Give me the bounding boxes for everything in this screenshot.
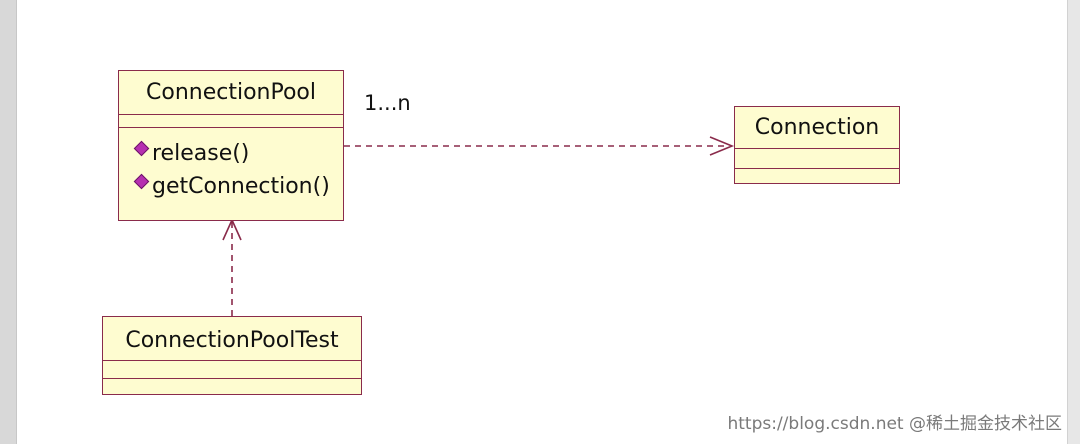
class-name-connection-pool-test: ConnectionPoolTest	[103, 317, 361, 361]
public-operation-icon	[133, 140, 150, 157]
class-connection-pool-test[interactable]: ConnectionPoolTest	[102, 316, 362, 395]
operation-release: release()	[133, 140, 250, 166]
operation-get-connection: getConnection()	[133, 173, 330, 199]
dependency-pool-to-connection	[344, 136, 735, 156]
class-name-connection-pool: ConnectionPool	[119, 71, 343, 115]
operation-label: release()	[152, 141, 250, 166]
multiplicity-label: 1...n	[364, 91, 411, 115]
operations-compartment: release() getConnection()	[119, 128, 343, 218]
attributes-compartment	[735, 149, 899, 169]
watermark: https://blog.csdn.net @稀土掘金技术社区	[727, 414, 1062, 434]
class-connection-pool[interactable]: ConnectionPool release() getConnection()	[118, 70, 344, 221]
right-frame-edge	[1067, 0, 1080, 444]
attributes-compartment	[103, 361, 361, 379]
operations-compartment	[103, 379, 361, 393]
class-name-connection: Connection	[735, 107, 899, 149]
open-arrowhead-right	[709, 136, 735, 156]
public-operation-icon	[133, 173, 150, 190]
left-frame-edge	[0, 0, 17, 444]
attributes-compartment	[119, 115, 343, 128]
operations-compartment	[735, 169, 899, 182]
dependency-test-to-pool	[222, 218, 242, 316]
class-connection[interactable]: Connection	[734, 106, 900, 184]
operation-label: getConnection()	[152, 174, 330, 199]
